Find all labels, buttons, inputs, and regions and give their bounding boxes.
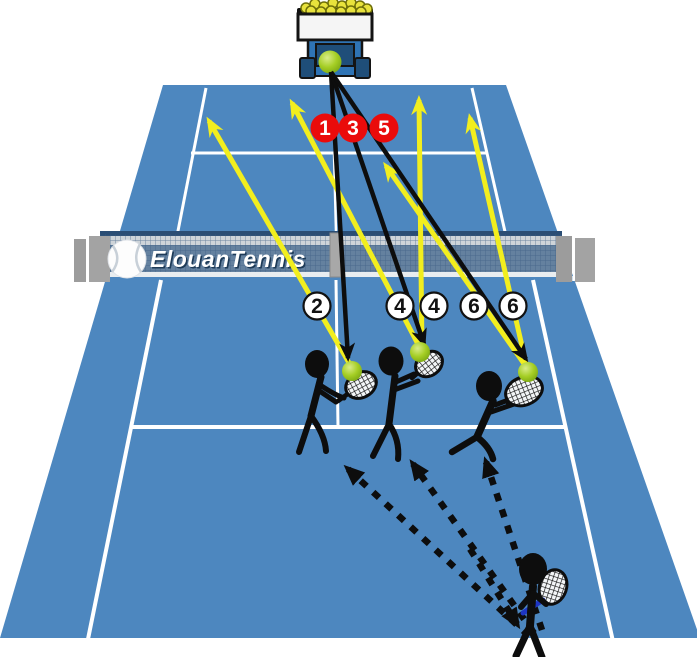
far-center-service-line — [332, 152, 338, 233]
shot-badge-label: 4 — [394, 295, 406, 318]
waiting-player-head — [519, 553, 547, 585]
near-right-sideline — [531, 279, 616, 647]
shot-badge-2: 2 — [302, 291, 332, 321]
machine-hopper-panel — [296, 12, 374, 42]
logo-text: ElouanTennis — [150, 246, 306, 272]
feed-badge-label: 5 — [378, 117, 390, 140]
logo-ball-seam-right — [135, 243, 143, 273]
logo-text-shadow: ElouanTennis — [152, 248, 308, 274]
ball-machine — [296, 0, 374, 79]
shot-badge-6: 6 — [459, 291, 489, 321]
player-2-ball — [410, 342, 430, 362]
net-post-right-outer — [575, 238, 595, 282]
far-left-sideline — [175, 87, 208, 237]
feed-badge-1: 1 — [310, 113, 340, 143]
player-1-ball — [342, 361, 362, 381]
machine-wheel-right — [354, 57, 371, 79]
player-3-racket — [504, 374, 544, 408]
court-lines — [85, 85, 616, 647]
shot-badge-label: 4 — [428, 295, 440, 318]
tennis-net: ElouanTennis ElouanTennis — [74, 231, 595, 282]
logo-ball-seam-left — [110, 245, 119, 273]
run-back-to-start-arrow — [467, 547, 521, 630]
shot-badge-label: 6 — [507, 295, 519, 318]
shot-6a-arrow — [383, 161, 530, 370]
player-3-ball — [518, 362, 538, 382]
players — [296, 342, 569, 657]
player-1 — [296, 350, 378, 455]
shot-badge-label: 2 — [311, 295, 323, 318]
shot-badge-4: 4 — [385, 291, 415, 321]
run-to-position-3-arrow — [482, 456, 546, 632]
player-2-head — [378, 346, 404, 376]
shot-badge-6: 6 — [498, 291, 528, 321]
feed-badge-3: 3 — [338, 113, 368, 143]
player-3 — [448, 362, 544, 463]
player-waiting — [512, 553, 569, 657]
shot-6b-arrow — [465, 113, 530, 369]
net-post-left-inner — [89, 236, 110, 282]
player-movement-arrows — [343, 456, 546, 639]
feed-badge-label: 1 — [319, 117, 331, 140]
run-to-position-1-arrow — [343, 464, 532, 639]
shot-badge-4: 4 — [419, 291, 449, 321]
player-3-head — [476, 371, 502, 401]
player-1-head — [305, 350, 329, 378]
near-left-sideline — [85, 279, 163, 645]
net-post-right-inner — [556, 236, 572, 282]
machine-wheel-left — [299, 57, 316, 79]
far-right-sideline — [470, 87, 508, 237]
machine-fed-ball — [318, 50, 342, 74]
player-2 — [370, 342, 444, 462]
net-post-left-outer — [74, 239, 86, 282]
net-logo: ElouanTennis ElouanTennis — [107, 239, 308, 279]
near-center-service-line — [334, 279, 340, 428]
shot-badge-label: 6 — [468, 295, 480, 318]
shot-2-arrow — [206, 116, 355, 370]
feed-badge-5: 5 — [369, 113, 399, 143]
feed-badge-label: 3 — [347, 117, 359, 140]
